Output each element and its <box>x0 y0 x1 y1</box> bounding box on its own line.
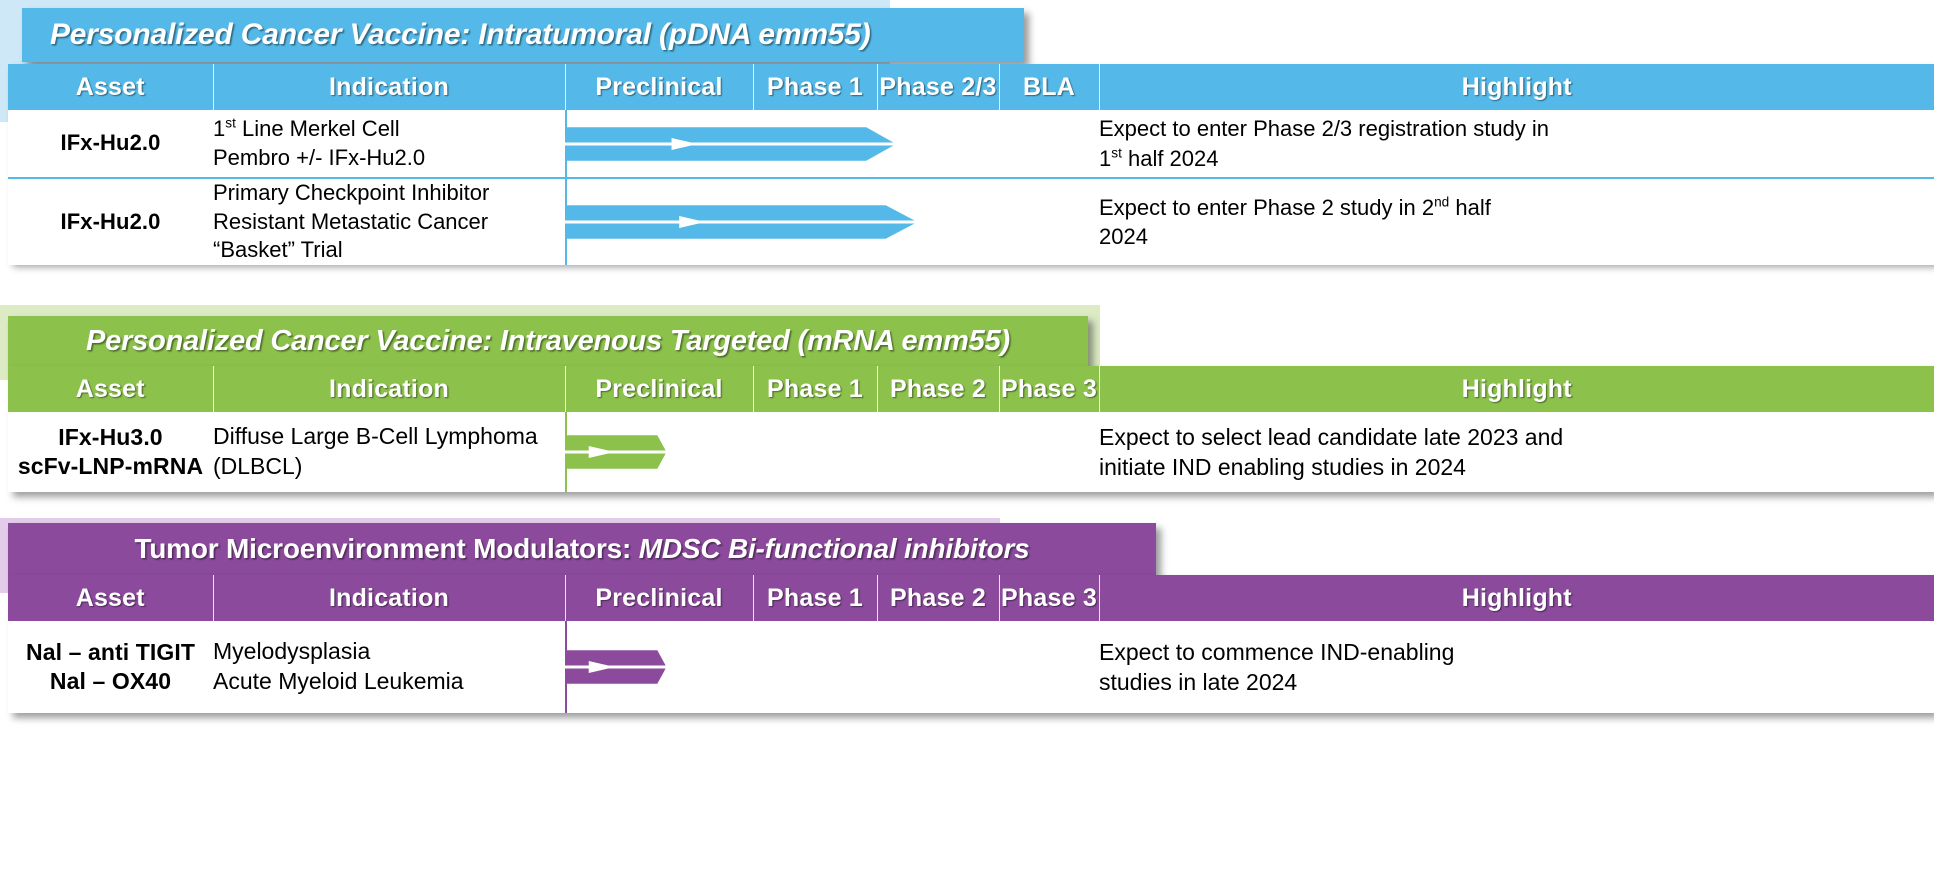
cell-indication: Diffuse Large B-Cell Lymphoma(DLBCL) <box>213 412 565 492</box>
section-title-bar: Tumor Microenvironment Modulators: MDSC … <box>8 523 1156 575</box>
column-header-phase-1: Phase 1 <box>752 575 877 621</box>
column-header-indication: Indication <box>212 575 565 621</box>
arrow-inner-line <box>565 444 667 460</box>
section-title-text: Personalized Cancer Vaccine: Intratumora… <box>50 18 871 51</box>
phase-progress-arrow <box>565 202 918 242</box>
section-title-bar: Personalized Cancer Vaccine: Intravenous… <box>8 316 1088 366</box>
cell-phase-track <box>565 177 1099 265</box>
cell-highlight: Expect to enter Phase 2 study in 2nd hal… <box>1099 177 1934 265</box>
column-header-highlight: Highlight <box>1098 64 1934 110</box>
phase-progress-arrow <box>565 647 667 687</box>
section-title-text: Tumor Microenvironment Modulators: MDSC … <box>134 533 1030 564</box>
cell-asset: IFx-Hu2.0 <box>8 177 213 265</box>
column-header-phase-2: Phase 2 <box>876 575 999 621</box>
arrow-inner-line <box>565 214 918 230</box>
column-header-phase-3: Phase 3 <box>998 575 1099 621</box>
column-header-highlight: Highlight <box>1098 575 1934 621</box>
column-header-indication: Indication <box>212 366 565 412</box>
phase-progress-arrow <box>565 432 667 472</box>
column-header-preclinical: Preclinical <box>564 575 753 621</box>
column-header-phase-1: Phase 1 <box>752 366 877 412</box>
cell-phase-track <box>565 412 1099 492</box>
column-header-phase-2: Phase 2 <box>876 366 999 412</box>
section-title-bar: Personalized Cancer Vaccine: Intratumora… <box>22 8 1024 62</box>
cell-asset: IFx-Hu2.0 <box>8 110 213 178</box>
column-header-asset: Asset <box>8 366 213 412</box>
arrow-inner-line <box>565 659 667 675</box>
column-header-asset: Asset <box>8 64 213 110</box>
section-title-text: Personalized Cancer Vaccine: Intravenous… <box>86 324 1010 357</box>
phase-progress-arrow <box>565 124 897 164</box>
column-header-phase-1: Phase 1 <box>752 64 877 110</box>
column-header-asset: Asset <box>8 575 213 621</box>
cell-phase-track <box>565 621 1099 713</box>
column-header-preclinical: Preclinical <box>564 366 753 412</box>
column-header-highlight: Highlight <box>1098 366 1934 412</box>
column-header-phase-2-3: Phase 2/3 <box>876 64 999 110</box>
column-header-phase-3: Phase 3 <box>998 366 1099 412</box>
column-header-indication: Indication <box>212 64 565 110</box>
cell-highlight: Expect to enter Phase 2/3 registration s… <box>1099 110 1934 178</box>
cell-highlight: Expect to select lead candidate late 202… <box>1099 412 1934 492</box>
column-header-preclinical: Preclinical <box>564 64 753 110</box>
arrow-inner-line <box>565 136 897 152</box>
column-header-bla: BLA <box>998 64 1099 110</box>
cell-phase-track <box>565 110 1099 178</box>
